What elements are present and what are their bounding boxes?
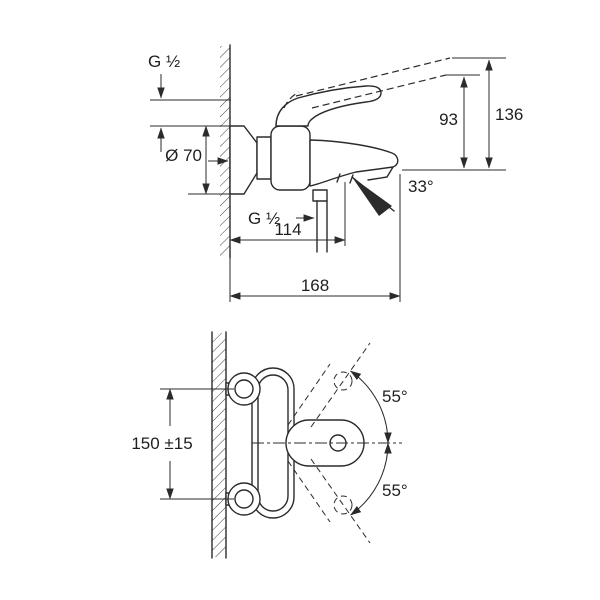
handle-swing-up-label: 55° — [382, 387, 408, 406]
union-nut — [256, 136, 272, 180]
swing-up-edge — [287, 363, 331, 426]
union-upper-nut — [234, 379, 254, 399]
dim-label-150: 150 ±15 — [131, 434, 192, 453]
escutcheon-diameter-label: Ø 70 — [165, 146, 202, 165]
spout-outlet-ticks — [336, 173, 354, 184]
dim-label-168: 168 — [301, 276, 329, 295]
swing-up-ray — [310, 342, 371, 428]
thread-bottom-label: G ½ — [248, 209, 280, 228]
swing-up-arc — [350, 370, 392, 444]
dim-label-93: 93 — [439, 110, 458, 129]
handle-raised-line-upper — [295, 57, 451, 97]
spout-mouth — [367, 166, 394, 181]
swing-down-edge — [287, 460, 331, 523]
side-view: G ½ Ø 70 33° G ½ 114 — [148, 44, 523, 302]
thread-top-label: G ½ — [148, 52, 180, 71]
escutcheon-cone — [229, 125, 258, 195]
dim-label-114: 114 — [274, 220, 301, 239]
swing-down-arc — [350, 442, 392, 516]
swing-down-cap-circle — [333, 495, 353, 515]
union-lower-nut — [234, 489, 254, 509]
lever-handle — [275, 85, 382, 127]
front-view: 55° 55° 150 ±15 — [131, 331, 408, 559]
wall-hatching-front — [212, 333, 226, 557]
swing-down-ray — [310, 458, 371, 544]
dim-label-136: 136 — [495, 105, 523, 124]
handle-raised-arc — [283, 91, 300, 109]
spout-angle-wedge — [352, 177, 392, 216]
spout-angle-label: 33° — [408, 177, 434, 196]
spout — [309, 139, 399, 187]
handle-raised-line-lower — [311, 74, 447, 109]
diverter — [312, 189, 328, 202]
mixer-body — [270, 125, 311, 191]
wall-hatching — [220, 46, 230, 256]
shower-outlet-pipe — [316, 200, 328, 253]
handle-swing-down-label: 55° — [382, 481, 408, 500]
swing-up-cap-circle — [333, 371, 353, 391]
